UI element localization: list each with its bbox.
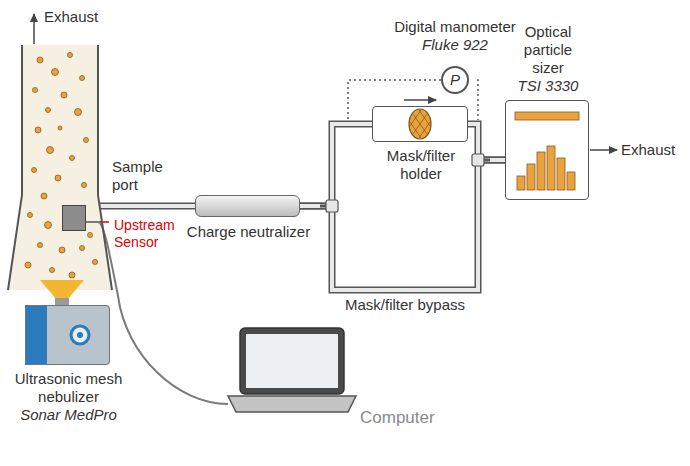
filter-media bbox=[409, 109, 431, 139]
part-name: Ultrasonic mesh nebulizer bbox=[4, 370, 133, 406]
nebulizer-button-dot bbox=[77, 332, 83, 338]
line-label: Mask/filter bypass bbox=[342, 296, 468, 314]
part-name: Upstream Sensor bbox=[114, 217, 188, 251]
laptop-outline bbox=[228, 328, 356, 414]
tubing bbox=[300, 124, 372, 206]
aerosol-spray bbox=[40, 280, 84, 300]
flow-label: Exhaust bbox=[621, 141, 675, 159]
model-name: TSI 3330 bbox=[513, 77, 583, 95]
upstream-sensor: Upstream Sensor bbox=[62, 205, 86, 231]
sizer-display bbox=[515, 112, 579, 120]
mesh-nebulizer: Ultrasonic mesh nebulizerSonar MedPro bbox=[25, 305, 110, 365]
column-fill bbox=[8, 45, 112, 290]
text-group: Upstream Sensor bbox=[114, 217, 188, 251]
flow-label: Exhaust bbox=[44, 8, 98, 26]
three-way-valve bbox=[472, 154, 490, 166]
filter-mesh bbox=[410, 110, 430, 138]
laptop-screen bbox=[246, 334, 338, 388]
flow-arrow bbox=[404, 99, 436, 101]
computer: Computer bbox=[228, 328, 356, 414]
text-group: Optical particle sizerTSI 3330 bbox=[513, 23, 583, 95]
tubing bbox=[300, 124, 372, 206]
text-group: Sample port bbox=[112, 158, 174, 194]
text-group: P bbox=[441, 66, 469, 94]
digital-manometer: Digital manometerFluke 922P bbox=[441, 66, 477, 94]
text-group: Charge neutralizer bbox=[186, 223, 311, 241]
nebulizer-button bbox=[71, 326, 89, 344]
model-name: Sonar MedPro bbox=[4, 406, 133, 424]
text-group: Mask/filter holder bbox=[376, 147, 466, 183]
tubing bbox=[100, 204, 196, 208]
exhaust-arrow bbox=[33, 14, 35, 44]
part-name: Mask/filter holder bbox=[376, 147, 466, 183]
optical-particle-sizer: Optical particle sizerTSI 3330 bbox=[505, 100, 589, 200]
size-histogram bbox=[517, 146, 575, 190]
holder-fill bbox=[372, 106, 468, 142]
aerosol-particles bbox=[25, 53, 98, 279]
text-group: Ultrasonic mesh nebulizerSonar MedPro bbox=[4, 370, 133, 424]
nebulizer-body bbox=[25, 305, 110, 365]
charge-neutralizer: Charge neutralizer bbox=[195, 195, 300, 217]
part-name: Sample port bbox=[112, 158, 174, 194]
three-way-valve bbox=[320, 200, 338, 212]
nebulizer-band bbox=[25, 305, 47, 365]
laptop-base bbox=[228, 396, 356, 412]
part-name: Optical particle sizer bbox=[513, 23, 583, 77]
laptop-frame bbox=[240, 328, 344, 394]
sizer-fill bbox=[505, 100, 589, 200]
exhaust-arrow bbox=[590, 149, 617, 151]
tubing bbox=[100, 203, 196, 210]
column-outline bbox=[8, 45, 112, 290]
part-name: Computer bbox=[360, 408, 470, 428]
model-name: P bbox=[441, 66, 469, 94]
text-group: Computer bbox=[360, 408, 470, 428]
mask-filter-holder: Mask/filter holder bbox=[372, 106, 468, 142]
part-name: Charge neutralizer bbox=[186, 223, 311, 241]
mixing-column: Sample portUpstream Sensor bbox=[8, 45, 112, 290]
